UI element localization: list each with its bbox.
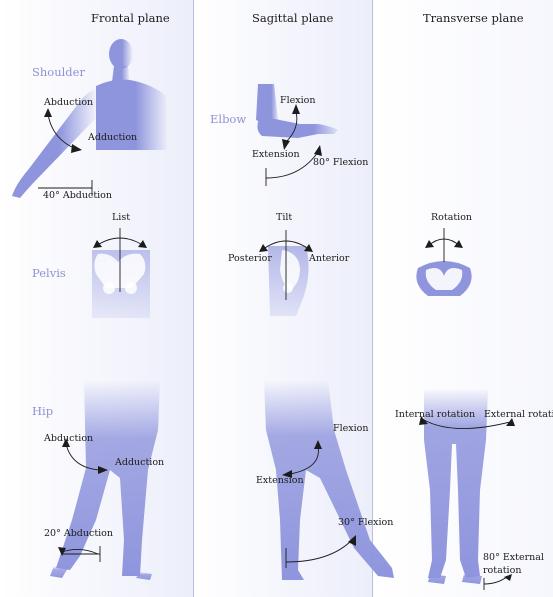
header-transverse-plane: Transverse plane (423, 13, 524, 25)
pelvis-rotation-label: Rotation (431, 213, 472, 223)
hip-flexion-range-label: 30° Flexion (338, 518, 393, 528)
frontal-upper-body (12, 39, 168, 198)
hip-external-range-label-line1: 80° External (483, 553, 544, 563)
hip-abduction-label: Abduction (44, 434, 93, 444)
shoulder-abduction-label: Abduction (44, 98, 93, 108)
shoulder-adduction-label: Adduction (88, 133, 137, 143)
region-shoulder: Shoulder (32, 67, 85, 79)
rotation-arrows (425, 228, 463, 262)
hip-external-rotation-label: External rotation (484, 410, 553, 420)
hip-internal-rotation-label: Internal rotation (395, 410, 475, 420)
region-hip: Hip (32, 406, 53, 418)
pelvis-posterior-label: Posterior (228, 254, 272, 264)
pelvis-list-label: List (112, 213, 130, 223)
frontal-legs (50, 380, 160, 580)
region-elbow: Elbow (210, 114, 246, 126)
hip-external-range-label-line2: rotation (483, 566, 521, 576)
elbow-range-label: 80° Flexion (313, 158, 368, 168)
pelvis-tilt-label: Tilt (276, 213, 292, 223)
header-frontal-plane: Frontal plane (91, 13, 170, 25)
hip-flexion-label: Flexion (333, 424, 369, 434)
elbow-flexion-label: Flexion (280, 96, 316, 106)
hip-adduction-label: Adduction (115, 458, 164, 468)
hip-extension-label: Extension (256, 476, 304, 486)
region-pelvis: Pelvis (32, 268, 66, 280)
hip-abduction-range-label: 20° Abduction (44, 529, 113, 539)
pelvis-anterior-label: Anterior (309, 254, 349, 264)
head-shape (109, 39, 133, 69)
shoulder-range-label: 40° Abduction (43, 191, 112, 201)
elbow-extension-label: Extension (252, 150, 300, 160)
header-sagittal-plane: Sagittal plane (252, 13, 333, 25)
